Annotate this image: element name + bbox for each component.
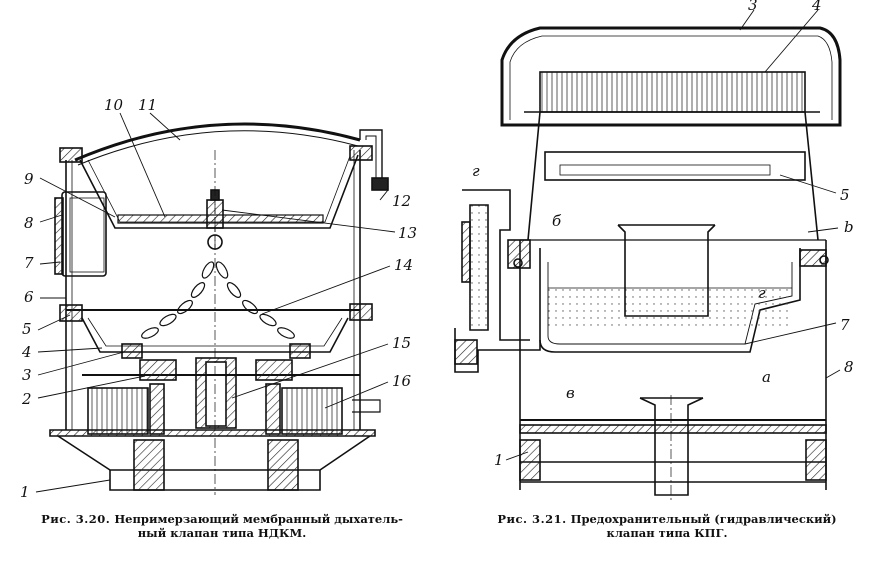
caption-fig-3-21-text1: Предохранительный (гидравлический) xyxy=(570,512,837,526)
callout-fig20-3: 3 xyxy=(22,366,32,384)
figure-3-21-callouts: 3 4 5 7 8 1 г б b а в г xyxy=(472,0,854,469)
caption-fig-3-21-line2: клапан типа КПГ. xyxy=(606,526,728,540)
callout-fig20-15: 15 xyxy=(392,334,411,352)
callout-fig21-8: 8 xyxy=(844,358,854,376)
zone-letter-g-liquid: г xyxy=(758,284,766,302)
callout-fig20-13: 13 xyxy=(398,224,417,242)
callout-fig20-4: 4 xyxy=(21,343,32,361)
callout-fig20-9: 9 xyxy=(24,170,34,188)
callout-fig20-7: 7 xyxy=(24,254,34,272)
caption-fig-3-20-text1: Непримерзающий мембранный дыхатель- xyxy=(114,512,403,526)
caption-fig-3-20-line1: Рис. 3.20. Непримерзающий мембранный дых… xyxy=(2,512,442,526)
zone-letter-a: а xyxy=(762,368,771,386)
zone-letter-v: в xyxy=(566,384,575,402)
figure-3-21-leaders xyxy=(505,9,841,461)
caption-fig-3-21-prefix: Рис. 3.21. xyxy=(497,512,567,526)
callout-fig20-1: 1 xyxy=(20,483,30,501)
caption-fig-3-20: Рис. 3.20. Непримерзающий мембранный дых… xyxy=(2,512,442,540)
figure-3-20-callouts: 10 11 9 8 7 6 5 4 3 2 1 12 13 14 15 16 xyxy=(20,96,417,501)
caption-fig-3-20-prefix: Рис. 3.20. xyxy=(41,512,111,526)
callout-fig20-5: 5 xyxy=(22,320,32,338)
caption-fig-3-21: Рис. 3.21. Предохранительный (гидравличе… xyxy=(462,512,872,540)
callout-fig21-4: 4 xyxy=(811,0,822,14)
zone-letter-g-upper: г xyxy=(472,162,480,180)
figure-3-20-leaders xyxy=(35,112,396,493)
callout-fig20-14: 14 xyxy=(394,256,413,274)
callout-fig20-16: 16 xyxy=(392,372,412,390)
callout-fig21-7: 7 xyxy=(840,316,850,334)
callout-fig20-6: 6 xyxy=(24,288,34,306)
callout-fig20-11: 11 xyxy=(138,96,157,114)
zone-letter-b-left: б xyxy=(552,212,562,230)
callout-fig21-3: 3 xyxy=(748,0,758,14)
figure-3-20-drawing xyxy=(49,122,389,495)
caption-fig-3-20-line2: ный клапан типа НДКМ. xyxy=(137,526,307,540)
callout-fig21-5: 5 xyxy=(840,186,850,204)
figure-3-21-drawing xyxy=(454,26,842,500)
callout-fig21-1: 1 xyxy=(494,451,504,469)
caption-fig-3-21-line1: Рис. 3.21. Предохранительный (гидравличе… xyxy=(462,512,872,526)
callout-fig20-10: 10 xyxy=(104,96,124,114)
zone-letter-b-right: b xyxy=(844,218,854,236)
callout-fig20-12: 12 xyxy=(392,192,411,210)
callout-fig20-8: 8 xyxy=(24,214,34,232)
callout-fig20-2: 2 xyxy=(21,390,32,408)
